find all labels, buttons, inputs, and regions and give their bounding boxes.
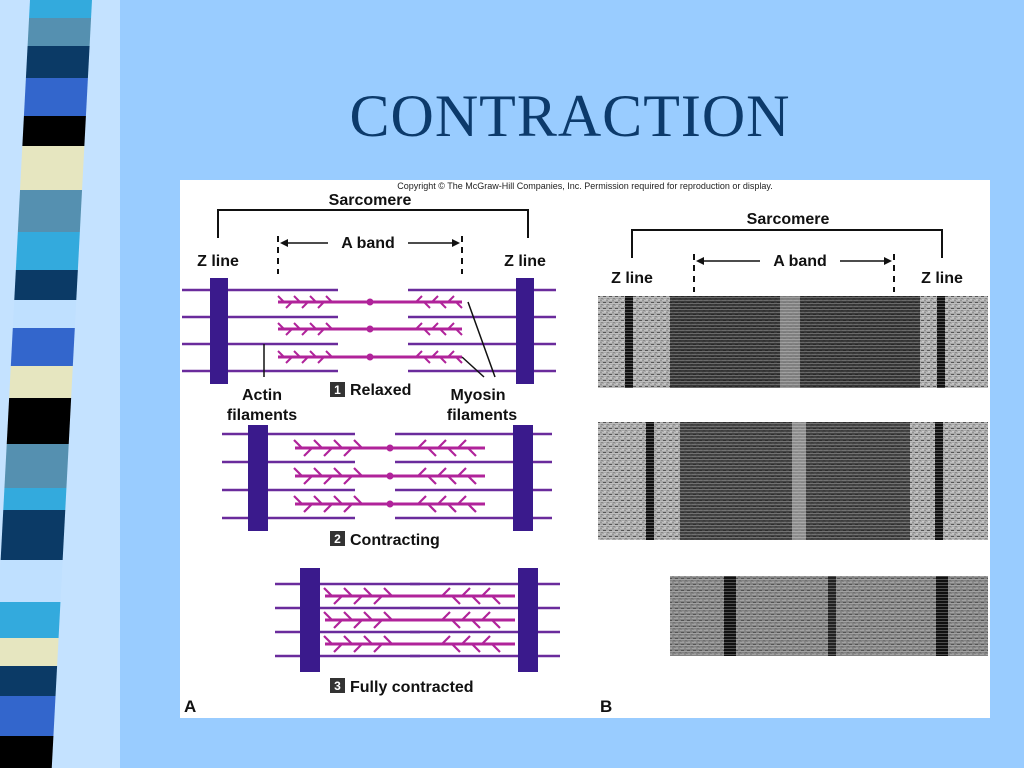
z-line-right-label-b: Z line [921, 270, 963, 287]
myosin-label-line2: filaments [447, 407, 517, 424]
z-disc-right [518, 568, 538, 672]
z-disc-right [513, 425, 533, 531]
panel-b: Sarcomere A band Z line Z line [598, 211, 988, 716]
state-1-label: Relaxed [350, 382, 411, 399]
myosin-label: Myosin [450, 387, 505, 404]
arrowhead-icon [696, 257, 704, 265]
panel-a: Sarcomere A band Z line Z line [182, 192, 560, 716]
state-2-number: 2 [334, 532, 341, 546]
state-2-label: Contracting [350, 532, 440, 549]
sarcomere-label: Sarcomere [329, 192, 412, 209]
state-number-badge [330, 531, 345, 546]
z-line-left-label-b: Z line [611, 270, 653, 287]
z-line-right-label: Z line [504, 253, 546, 270]
state-number-badge [330, 678, 345, 693]
actin-label: Actin [242, 387, 282, 404]
micrograph-relaxed [598, 296, 988, 388]
panel-b-letter: B [600, 697, 612, 716]
z-disc-right [516, 278, 534, 384]
copyright-text: Copyright © The McGraw-Hill Companies, I… [397, 181, 772, 191]
figure-svg: Copyright © The McGraw-Hill Companies, I… [182, 181, 988, 716]
z-disc-left [300, 568, 320, 672]
myosin-pointer [461, 301, 496, 378]
panel-a-letter: A [184, 697, 196, 716]
arrowhead-icon [452, 239, 460, 247]
a-band-label: A band [341, 235, 395, 252]
micrograph-fully-contracted [670, 576, 988, 656]
sarcomere-figure: Copyright © The McGraw-Hill Companies, I… [180, 180, 990, 718]
sarcomere-bracket [217, 209, 529, 238]
arrowhead-icon [280, 239, 288, 247]
actin-label-line2: filaments [227, 407, 297, 424]
state-number-badge [330, 382, 345, 397]
decorative-stripe-bar [0, 0, 120, 768]
sarcomere-bracket [631, 229, 943, 258]
slide-title: CONTRACTION [349, 83, 791, 149]
state-3-label: Fully contracted [350, 679, 474, 696]
sarcomere-label-b: Sarcomere [747, 211, 830, 228]
z-disc-left [210, 278, 228, 384]
stripe-pattern [0, 0, 120, 768]
micrograph-contracting [598, 422, 988, 540]
sarcomere-fully-contracted [275, 568, 560, 672]
z-line-left-label: Z line [197, 253, 239, 270]
sarcomere-contracting [222, 425, 552, 531]
a-band-label-b: A band [773, 253, 827, 270]
arrowhead-icon [884, 257, 892, 265]
state-1-number: 1 [334, 383, 341, 397]
sarcomere-relaxed [182, 278, 556, 384]
z-disc-left [248, 425, 268, 531]
state-3-number: 3 [334, 679, 341, 693]
